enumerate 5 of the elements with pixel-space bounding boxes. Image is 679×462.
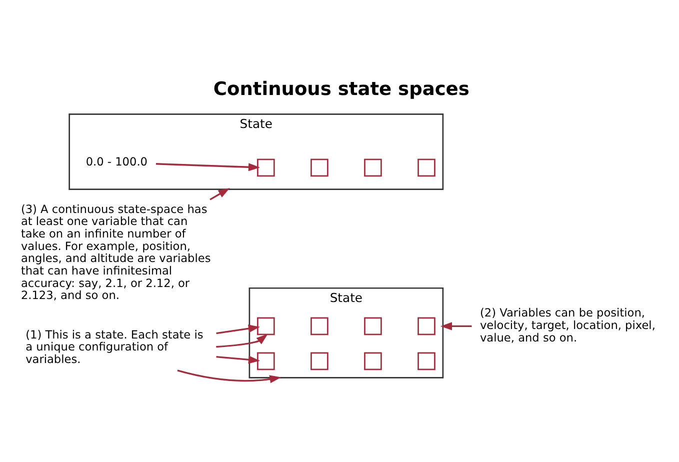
node-text: (2) Variables can be position, velocity, target, location, pixel, value, and so on. <box>480 305 656 344</box>
node-text: (3) A continuous state-space has at least one variable that can take on an infinite number of values. For example, position, angles, and altitude are variables that can have infinitesimal accuracy: say, 2.1, or 2.12, or 2.123, and so on. <box>20 201 211 302</box>
node-text: (1) This is a state. Each state is a unique configuration of variables. <box>26 326 204 366</box>
node-text: 0.0 - 100.0 <box>86 154 148 168</box>
diagram-title: Continuous state spaces <box>213 78 470 100</box>
